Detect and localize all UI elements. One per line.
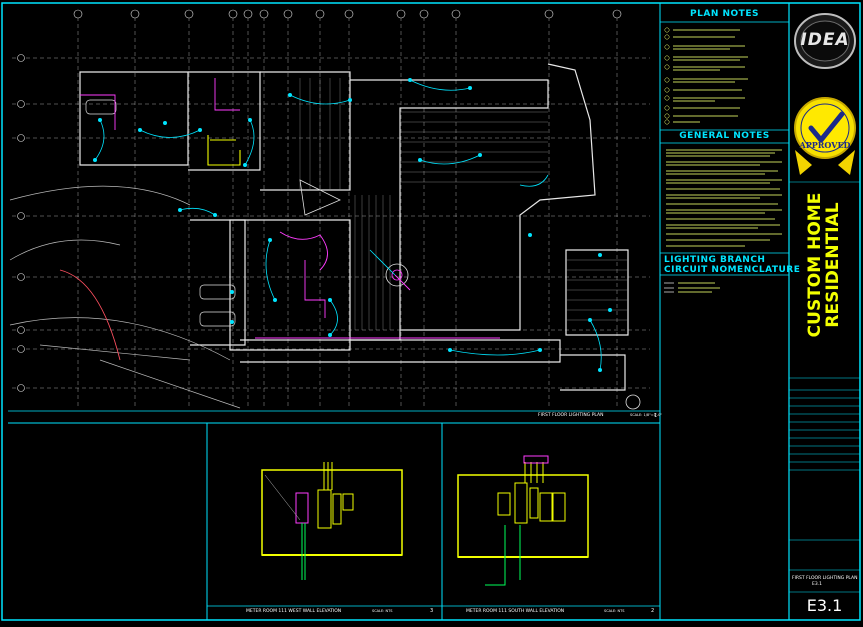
lighting-branch-title-2: CIRCUIT NOMENCLATURE [664,265,801,275]
grid-bubbles-top [73,9,622,19]
notes-panel-lines [660,21,789,276]
grid-bubbles-left [17,54,25,392]
plan-notes-title: PLAN NOTES [690,9,759,19]
sheet-name-line1: FIRST FLOOR LIGHTING PLAN [792,576,858,581]
project-title-line1: CUSTOM HOME [805,192,825,338]
grid-lines [12,10,650,408]
project-title-vertical: CUSTOM HOME RESIDENTIAL [805,190,843,340]
project-title-line2: RESIDENTIAL [823,202,843,328]
skylight-triangle [299,179,341,216]
elevation-south-title: METER ROOM 111 SOUTH WALL ELEVATION [466,609,565,614]
approved-badge-text: APPROVED [799,140,851,150]
elevation-west-scale: SCALE: NTS [372,609,393,613]
lighting-fixtures [94,79,602,371]
lighting-branch-title-1: LIGHTING BRANCH [664,255,766,265]
nomenclature-symbol [664,282,674,293]
approved-seal [794,97,856,175]
main-plan-number: 1 [654,413,658,419]
general-notes-title: GENERAL NOTES [679,131,770,141]
logo-mark [794,13,856,69]
note-bullets [664,27,670,125]
elevation-west [261,462,403,580]
circuit-wiring [80,78,500,339]
titleblock-lines [789,181,860,593]
fixture-dots [93,78,612,372]
hatch-areas [299,78,628,330]
sheet-name-line2: E3.1 [812,582,822,587]
driveway-curves [9,185,241,409]
elevation-west-number: 3 [430,608,434,614]
logo-text: IDEA [800,30,850,50]
note-text-lines [666,29,782,293]
elevation-south [457,455,589,586]
circuit-yellow [207,135,241,166]
cars [85,99,236,327]
property-line [59,269,121,361]
round-fixture [385,263,409,287]
sheet-number: E3.1 [806,596,843,615]
elevation-south-scale: SCALE: NTS [604,609,625,613]
main-plan-title: FIRST FLOOR LIGHTING PLAN [538,413,604,418]
plan-north-bubble [625,394,641,410]
elevation-west-title: METER ROOM 111 WEST WALL ELEVATION [246,609,342,614]
building-walls [79,63,629,391]
main-plan-scale: SCALE: 1/8"=1'-0" [630,413,662,417]
elevation-south-number: 2 [651,608,655,614]
